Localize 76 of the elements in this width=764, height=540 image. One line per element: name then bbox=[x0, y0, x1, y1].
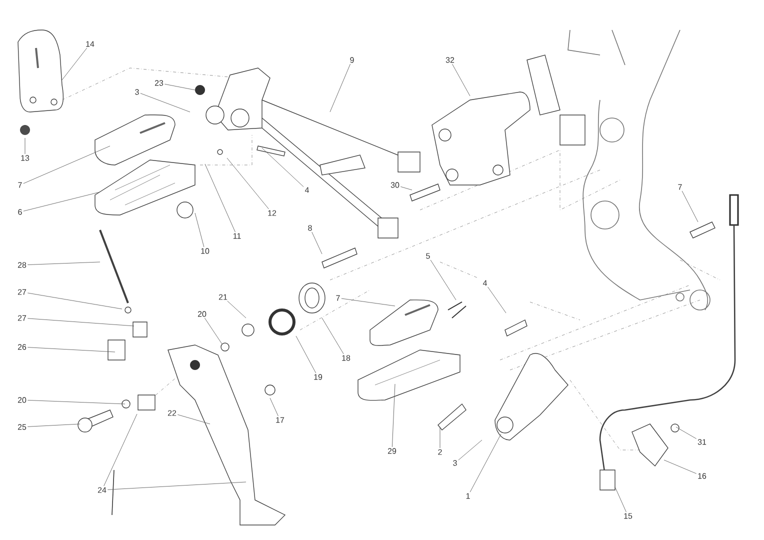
leader-line bbox=[664, 460, 697, 474]
callout-number: 29 bbox=[388, 448, 396, 454]
callout-number: 9 bbox=[350, 57, 354, 63]
callout-number: 16 bbox=[698, 473, 706, 479]
leader-line bbox=[270, 398, 278, 416]
callout-number: 3 bbox=[453, 460, 457, 466]
leader-line bbox=[27, 262, 100, 265]
callout-number: 32 bbox=[446, 57, 454, 63]
leader-line bbox=[227, 300, 246, 318]
leader-line bbox=[23, 146, 110, 184]
leader-line bbox=[296, 336, 316, 374]
callout-number: 4 bbox=[482, 280, 487, 286]
leader-line bbox=[27, 400, 126, 404]
callout-number: 8 bbox=[308, 225, 312, 231]
leader-line bbox=[400, 186, 412, 190]
callout-number: 26 bbox=[18, 344, 26, 350]
callout-number: 28 bbox=[18, 262, 26, 268]
callout-number: 18 bbox=[342, 355, 350, 361]
callout-number: 11 bbox=[233, 233, 241, 239]
callout-number: 13 bbox=[21, 155, 30, 161]
leader-line bbox=[104, 414, 138, 486]
leader-line bbox=[27, 318, 134, 326]
callout-number: 20 bbox=[198, 311, 206, 317]
callout-number: 27 bbox=[18, 315, 26, 321]
leader-line bbox=[204, 318, 222, 344]
leader-line bbox=[430, 260, 456, 300]
callout-number: 22 bbox=[168, 410, 176, 416]
leader-line bbox=[27, 347, 116, 352]
callout-number: 7 bbox=[18, 182, 22, 188]
callout-number: 12 bbox=[268, 210, 276, 216]
leader-line bbox=[140, 93, 190, 112]
callout-number: 1 bbox=[466, 493, 470, 499]
callout-number: 7 bbox=[678, 184, 682, 190]
leader-line bbox=[107, 482, 246, 490]
leader-line bbox=[488, 286, 506, 314]
callout-number: 5 bbox=[426, 253, 430, 259]
callout-number: 14 bbox=[86, 41, 94, 47]
leader-line bbox=[27, 292, 122, 310]
leader-line bbox=[682, 190, 698, 222]
callout-number: 3 bbox=[135, 89, 139, 95]
leader-line bbox=[330, 64, 351, 112]
callout-number: 21 bbox=[218, 294, 228, 300]
callout-number: 10 bbox=[201, 248, 210, 254]
leader-line bbox=[23, 192, 100, 212]
leader-line bbox=[204, 164, 236, 232]
leader-line bbox=[177, 414, 210, 424]
leader-line bbox=[322, 318, 344, 354]
leader-line bbox=[62, 48, 88, 80]
leader-line bbox=[458, 440, 482, 460]
callout-number: 15 bbox=[624, 513, 632, 519]
callout-number: 2 bbox=[438, 449, 442, 455]
callout-number: 24 bbox=[98, 487, 106, 493]
callout-number: 20 bbox=[18, 397, 26, 403]
leader-line bbox=[27, 424, 80, 427]
leader-line bbox=[164, 84, 196, 90]
leader-line bbox=[676, 426, 697, 439]
callout-number: 4 bbox=[304, 187, 309, 193]
callout-number: 31 bbox=[698, 439, 706, 445]
callout-number: 30 bbox=[390, 182, 400, 188]
leader-line bbox=[614, 486, 626, 512]
leader-line bbox=[392, 384, 396, 448]
leader-line bbox=[312, 232, 322, 254]
leader-line bbox=[470, 434, 502, 492]
callout-number: 25 bbox=[18, 424, 26, 430]
callout-number: 27 bbox=[18, 289, 26, 295]
callout-number: 19 bbox=[314, 374, 322, 380]
leader-line bbox=[262, 148, 304, 188]
callout-number: 7 bbox=[336, 295, 340, 301]
callout-number: 17 bbox=[276, 417, 284, 423]
leader-line bbox=[452, 64, 470, 96]
callout-number: 23 bbox=[154, 80, 164, 86]
leader-line bbox=[341, 298, 396, 306]
leader-line bbox=[226, 158, 269, 210]
leader-line bbox=[24, 138, 26, 154]
leader-line bbox=[194, 212, 204, 248]
callout-number: 6 bbox=[18, 209, 22, 215]
